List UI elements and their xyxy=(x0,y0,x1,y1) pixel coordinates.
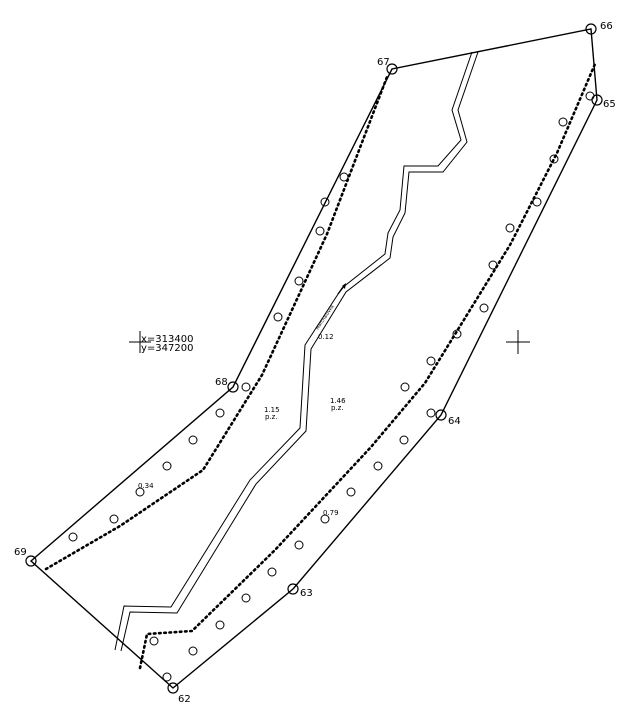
marker-circle xyxy=(215,620,225,630)
marker-circle xyxy=(241,382,251,392)
marker-circle xyxy=(135,487,145,497)
annotation-unit-2: p.z. xyxy=(331,404,344,412)
vertex-marker-69 xyxy=(25,555,37,567)
vertex-marker-62 xyxy=(167,682,179,694)
marker-circle xyxy=(399,435,409,445)
annotation-4: 0.34 xyxy=(138,482,154,490)
marker-circle xyxy=(273,312,283,322)
dotted-line-right xyxy=(138,62,597,670)
marker-circle xyxy=(267,567,277,577)
marker-circle xyxy=(549,154,559,164)
flow-arrow-head-icon xyxy=(342,283,346,289)
vertex-marker-67 xyxy=(386,63,398,75)
vertex-label-68: 68 xyxy=(215,377,228,388)
marker-circle xyxy=(188,646,198,656)
marker-circle xyxy=(558,117,568,127)
marker-circle xyxy=(585,91,595,101)
vertex-label-64: 64 xyxy=(448,416,461,427)
marker-circle xyxy=(68,532,78,542)
marker-circle xyxy=(320,514,330,524)
coordinate-cross-left: x=313400 y=347200 xyxy=(129,331,193,354)
marker-circle xyxy=(373,461,383,471)
marker-circle xyxy=(188,435,198,445)
marker-circle xyxy=(315,226,325,236)
marker-circle xyxy=(426,356,436,366)
annotation-3: 0.12 xyxy=(318,333,334,341)
vertex-label-63: 63 xyxy=(300,588,313,599)
marker-circle xyxy=(162,461,172,471)
dotted-line-left xyxy=(44,75,389,571)
annotation-value-1: 1.15 xyxy=(264,406,280,414)
vertex-label-65: 65 xyxy=(603,99,616,110)
coordinate-cross-right xyxy=(506,330,530,354)
marker-circle xyxy=(294,540,304,550)
coordinate-y-text: y=347200 xyxy=(141,343,193,354)
marker-circle xyxy=(532,197,542,207)
parcel-boundary xyxy=(29,28,598,689)
vertex-label-66: 66 xyxy=(600,21,613,32)
vertex-marker-68 xyxy=(227,381,239,393)
coordinate-x-text: x=313400 xyxy=(141,334,193,345)
annotation-unit-1: p.z. xyxy=(265,413,278,421)
marker-circle xyxy=(241,593,251,603)
marker-circle xyxy=(320,197,330,207)
marker-circle xyxy=(149,636,159,646)
marker-circle xyxy=(162,672,172,682)
vertex-marker-65 xyxy=(591,94,603,106)
marker-circle xyxy=(452,329,462,339)
annotation-value-2: 1.46 xyxy=(330,397,346,405)
annotation-5: 0.79 xyxy=(323,509,339,517)
marker-circle xyxy=(339,172,349,182)
marker-circle xyxy=(505,223,515,233)
vertex-marker-63 xyxy=(287,583,299,595)
marker-circle xyxy=(426,408,436,418)
stream-label: Marchaiuvka xyxy=(315,304,336,331)
marker-circle xyxy=(400,382,410,392)
vertex-markers xyxy=(25,23,603,694)
vertex-marker-64 xyxy=(435,409,447,421)
vertex-label-62: 62 xyxy=(178,694,191,705)
vertex-marker-66 xyxy=(585,23,597,35)
marker-circle xyxy=(488,260,498,270)
watercourse-line-b xyxy=(120,51,479,652)
marker-circle xyxy=(215,408,225,418)
marker-circle xyxy=(479,303,489,313)
marker-circle xyxy=(109,514,119,524)
marker-circle xyxy=(346,487,356,497)
vertex-label-67: 67 xyxy=(377,57,390,68)
marker-circles xyxy=(68,91,595,682)
marker-circle xyxy=(294,276,304,286)
vertex-label-69: 69 xyxy=(14,547,27,558)
watercourse-line-a xyxy=(114,51,473,651)
